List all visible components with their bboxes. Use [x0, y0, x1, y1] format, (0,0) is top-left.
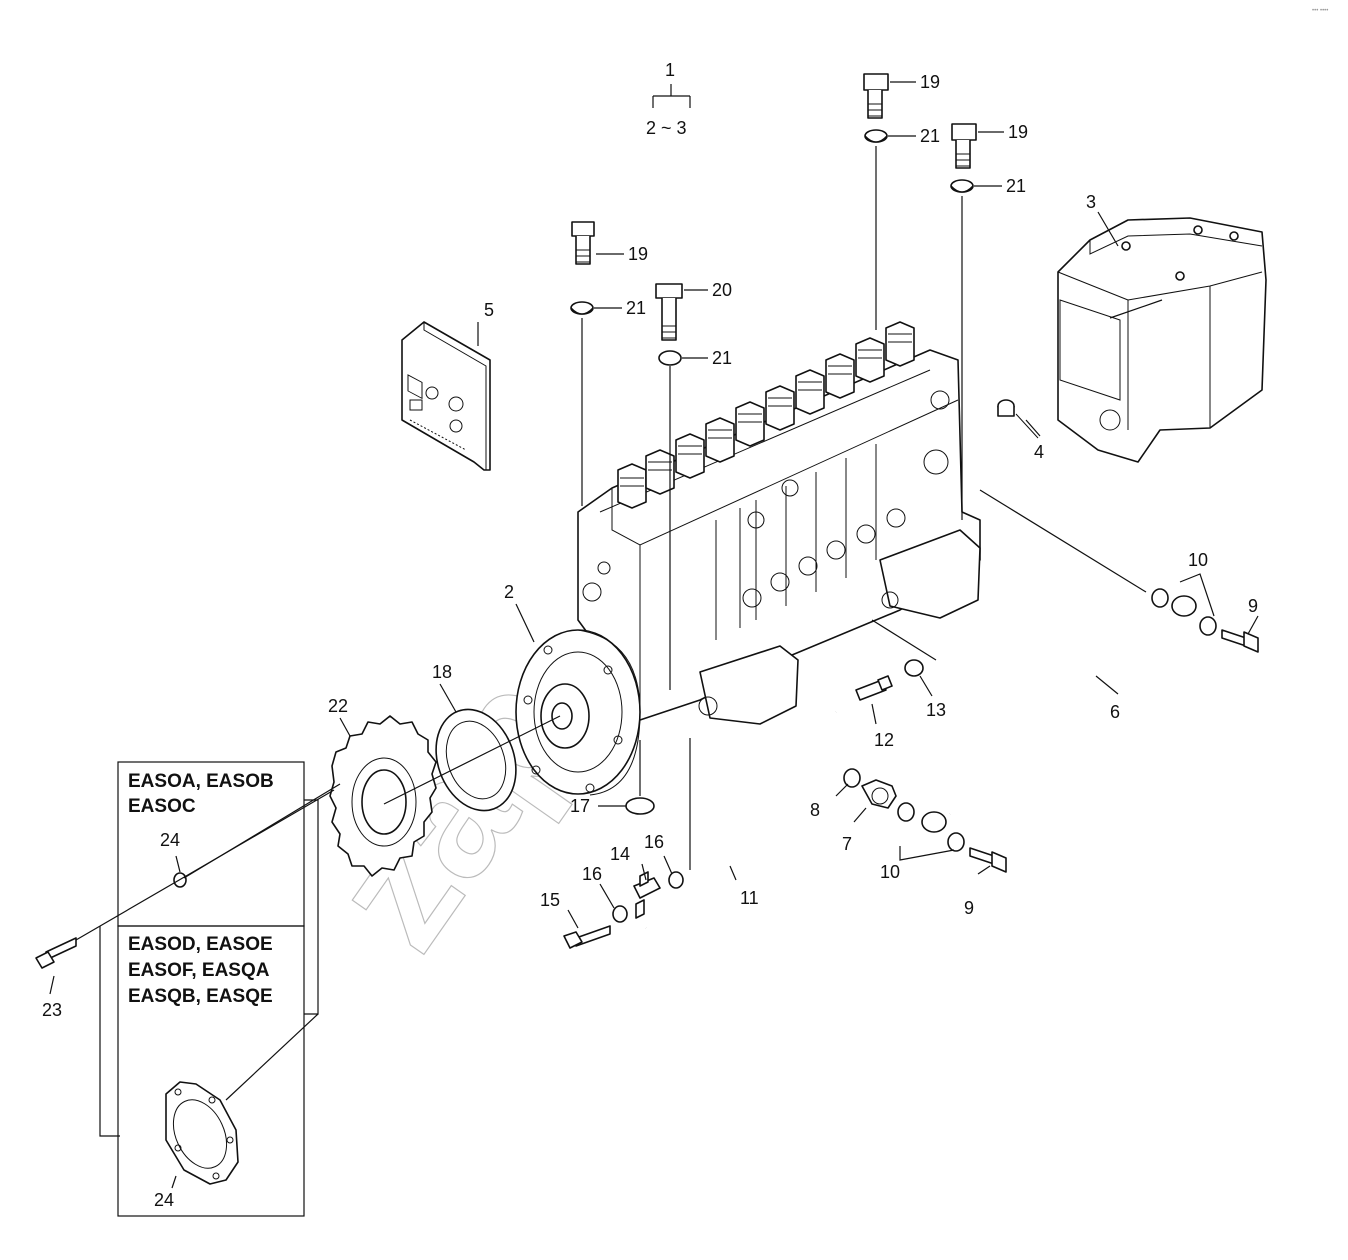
callout-17: 17: [570, 796, 590, 816]
part-4-plug: [997, 399, 1039, 439]
part-9-bolt-b: [969, 847, 1007, 873]
part-8-washer: [843, 768, 861, 788]
part-23-bolt: [35, 937, 77, 969]
part-2-injection-pump: [515, 321, 981, 796]
callout-15: 15: [540, 890, 560, 910]
callout-24-b: 24: [154, 1190, 174, 1210]
leader-lines: [49, 81, 1259, 1189]
variant-box-2-line-3: EASQB, EASQE: [128, 986, 273, 1007]
part-13-washer: [904, 659, 924, 677]
part-22-gear: [329, 715, 437, 877]
assembly-range-label: 2 ~ 3: [646, 118, 687, 138]
callout-16-b: 16: [644, 832, 664, 852]
callout-10-a: 10: [1188, 550, 1208, 570]
part-16-washer-b: [668, 871, 684, 889]
part-3-governor-housing: [1057, 217, 1267, 463]
part-10-washer-b: [1199, 616, 1217, 636]
variant-box-2-line-2: EASOF, EASQA: [128, 960, 270, 981]
corner-mark: ••• ••••: [1312, 8, 1328, 14]
callout-14: 14: [610, 844, 630, 864]
callout-16-a: 16: [582, 864, 602, 884]
callout-13: 13: [926, 700, 946, 720]
callout-22: 22: [328, 696, 348, 716]
assembly-reference: 1 2 ~ 3: [646, 60, 691, 138]
part-21-washer-c: [864, 129, 888, 143]
part-10-washer-c: [897, 802, 915, 822]
callout-10-b: 10: [880, 862, 900, 882]
part-6-pipe: [921, 595, 1197, 833]
callout-2: 2: [504, 582, 514, 602]
part-20-bolt: [655, 283, 683, 341]
part-18-seal: [435, 708, 517, 812]
callout-19-a: 19: [628, 244, 648, 264]
part-17-o-ring: [625, 797, 655, 815]
callout-11: 11: [740, 888, 759, 908]
callout-21-a: 21: [626, 298, 646, 318]
variant-bracket: [99, 799, 319, 1137]
callout-23: 23: [42, 1000, 62, 1020]
variant-box-2: EASOD, EASOE EASOF, EASQA EASQB, EASQE: [117, 925, 305, 1217]
part-9-bolt-a: [1221, 629, 1259, 653]
callout-3: 3: [1086, 192, 1096, 212]
plunger-row: [617, 321, 915, 509]
variant-box-1-line-2: EASOC: [128, 796, 196, 817]
part-21-washer-b: [658, 350, 682, 366]
variant-box-2-line-1: EASOD, EASOE: [128, 934, 273, 955]
callout-21-d: 21: [1006, 176, 1026, 196]
part-19-bolt-a: [571, 221, 595, 265]
variant-box-1: EASOA, EASOB EASOC: [117, 761, 305, 927]
part-21-washer-d: [950, 179, 974, 193]
part-10-washer-d: [947, 832, 965, 852]
part-10-washer-a: [1151, 588, 1169, 608]
callout-5: 5: [484, 300, 494, 320]
callout-6: 6: [1110, 702, 1120, 722]
variant-box-1-line-1: EASOA, EASOB: [128, 771, 274, 792]
part-19-bolt-c: [951, 123, 977, 169]
part-21-washer-a: [570, 301, 594, 315]
part-16-washer-a: [612, 905, 628, 923]
callout-21-b: 21: [712, 348, 732, 368]
part-14-tee: [633, 871, 661, 919]
callout-8: 8: [810, 800, 820, 820]
part-5-controller: [401, 321, 491, 471]
callout-19-b: 19: [920, 72, 940, 92]
assembly-parent-label: 1: [665, 60, 675, 80]
callout-labels: 3 4 5 2 6 7 8 9 9 10 10 11 12 13 14 15 1…: [42, 72, 1258, 1210]
callout-20: 20: [712, 280, 732, 300]
callout-12: 12: [874, 730, 894, 750]
callout-21-c: 21: [920, 126, 940, 146]
part-15-bolt: [563, 925, 611, 949]
callout-18: 18: [432, 662, 452, 682]
callout-9-b: 9: [964, 898, 974, 918]
callout-9-a: 9: [1248, 596, 1258, 616]
callout-7: 7: [842, 834, 852, 854]
callout-4: 4: [1034, 442, 1044, 462]
part-7-banjo-bolt: [861, 779, 897, 809]
callout-19-c: 19: [1008, 122, 1028, 142]
part-24-gasket: [165, 1081, 239, 1185]
part-12-connector: [855, 675, 893, 701]
part-19-bolt-b: [863, 73, 889, 119]
callout-24-a: 24: [160, 830, 180, 850]
